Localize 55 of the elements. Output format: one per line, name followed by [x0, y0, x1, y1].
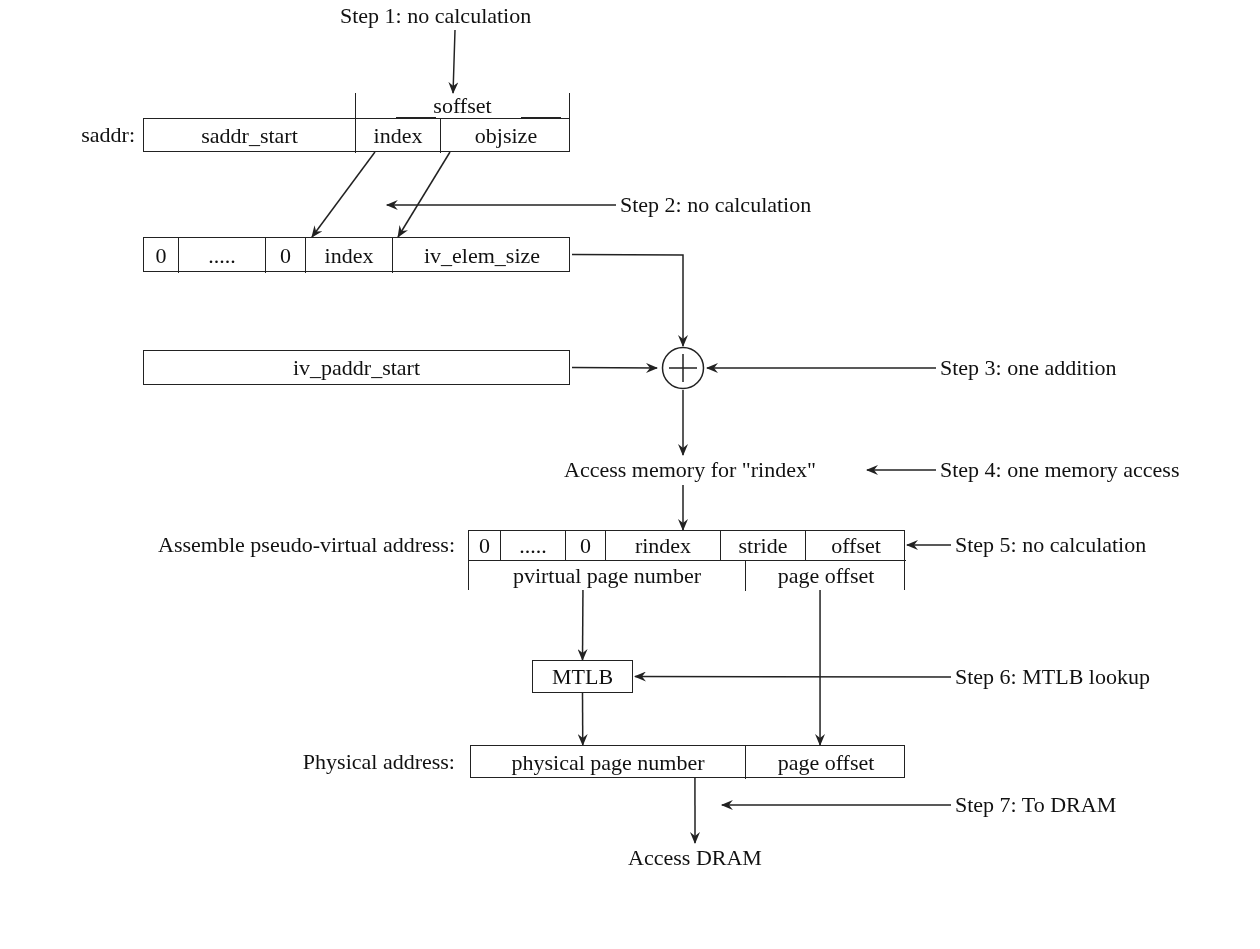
arrow — [577, 589, 588, 661]
step-label: Step 6: MTLB lookup — [955, 662, 1195, 692]
step-label: Step 1: no calculation — [340, 2, 570, 30]
arrow — [815, 589, 826, 746]
arrow — [571, 362, 658, 373]
arrow — [690, 777, 700, 844]
arrow — [311, 151, 376, 238]
bit-field: stride — [721, 531, 806, 561]
arrow — [720, 800, 952, 810]
bit-field: page offset — [746, 561, 906, 591]
arrow — [866, 465, 937, 475]
register-box — [143, 237, 570, 272]
register-field: iv_paddr_start — [143, 350, 570, 385]
arrow — [706, 363, 937, 373]
bit-field: physical page number — [471, 746, 746, 779]
field-span-label: soffset — [355, 93, 570, 118]
arrow — [571, 253, 688, 347]
bit-field: 0 — [144, 238, 179, 273]
arrow — [577, 692, 588, 746]
bit-field: ..... — [501, 531, 566, 561]
arrow — [448, 29, 459, 94]
register-box — [468, 530, 905, 590]
arrow — [678, 484, 688, 531]
bit-field: 0 — [566, 531, 606, 561]
bit-field: saddr_start — [144, 119, 356, 153]
register-label: Assemble pseudo-virtual address: — [157, 531, 455, 559]
bit-field: 0 — [266, 238, 306, 273]
bit-field: rindex — [606, 531, 721, 561]
arrow — [397, 151, 451, 238]
step-label: Step 5: no calculation — [955, 530, 1215, 560]
bit-field: pvirtual page number — [469, 561, 746, 591]
bit-field: objsize — [441, 119, 571, 153]
register-box — [470, 745, 905, 778]
bit-field: ..... — [179, 238, 266, 273]
step-label: Step 4: one memory access — [940, 455, 1260, 485]
arrow — [385, 200, 617, 210]
adder-symbol — [661, 346, 705, 390]
step-label: Step 2: no calculation — [620, 190, 900, 220]
step-label: Step 7: To DRAM — [955, 790, 1155, 820]
lookup-box: MTLB — [532, 660, 633, 693]
bit-field: page offset — [746, 746, 906, 779]
step-label: Step 3: one addition — [940, 353, 1180, 383]
bit-field: iv_elem_size — [393, 238, 571, 273]
memory-access-label: Access memory for "rindex" — [515, 455, 865, 485]
arrow — [678, 389, 688, 456]
dram-access-label: Access DRAM — [610, 843, 780, 873]
register-box — [143, 118, 570, 152]
bit-field: offset — [806, 531, 906, 561]
bit-field: index — [306, 238, 393, 273]
bit-field: 0 — [469, 531, 501, 561]
arrow — [906, 540, 952, 550]
arrow — [634, 671, 952, 682]
bit-field: index — [356, 119, 441, 153]
register-label: saddr: — [80, 121, 135, 149]
register-label: Physical address: — [301, 748, 455, 776]
